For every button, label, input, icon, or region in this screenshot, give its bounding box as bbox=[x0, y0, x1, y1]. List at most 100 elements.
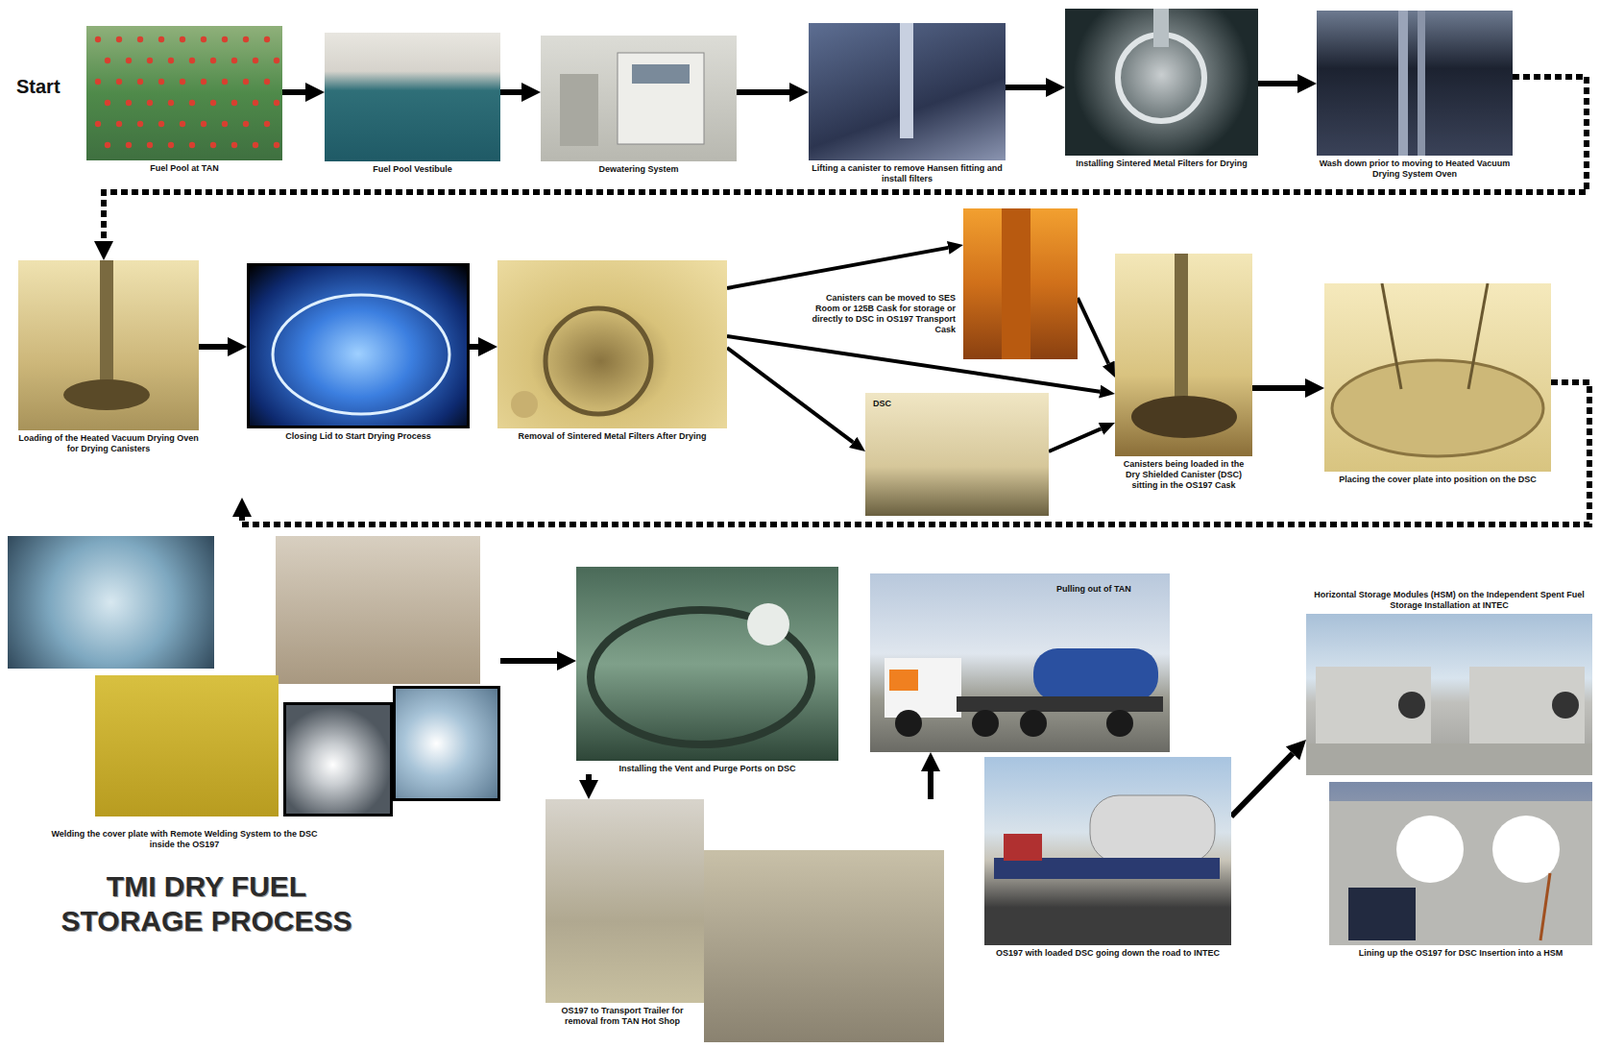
photo-step: Canisters can be moved to SES Room or 12… bbox=[963, 208, 1078, 360]
step-caption: Installing the Vent and Purge Ports on D… bbox=[576, 763, 839, 775]
photo-step: DSC bbox=[865, 392, 1049, 516]
photo-detail bbox=[956, 696, 1164, 712]
photo bbox=[963, 208, 1078, 360]
photo-detail bbox=[510, 390, 538, 418]
caption-box: Installing the Vent and Purge Ports on D… bbox=[576, 763, 839, 775]
caption-box: Canisters being loaded in the Dry Shield… bbox=[1115, 459, 1253, 491]
caption-box: Removal of Sintered Metal Filters After … bbox=[497, 431, 728, 442]
photo bbox=[984, 756, 1232, 946]
photo-detail bbox=[1003, 833, 1043, 861]
photo-detail bbox=[1106, 709, 1134, 737]
caption-box: Placing the cover plate into position on… bbox=[1324, 474, 1552, 485]
photo-detail bbox=[273, 142, 280, 148]
photo-detail bbox=[1540, 872, 1551, 941]
caption-box: Loading of the Heated Vacuum Drying Oven… bbox=[18, 433, 199, 455]
photo-detail bbox=[200, 78, 207, 85]
photo-step: Canisters being loaded in the Dry Shield… bbox=[1115, 253, 1253, 491]
photo-step: Placing the cover plate into position on… bbox=[1324, 283, 1552, 485]
photo-detail bbox=[242, 78, 249, 85]
photo-detail bbox=[221, 36, 228, 43]
photo-step: Horizontal Storage Modules (HSM) on the … bbox=[1306, 589, 1593, 776]
photo-detail bbox=[179, 121, 186, 127]
flow-arrow bbox=[1252, 385, 1306, 391]
flow-arrow bbox=[1077, 297, 1109, 364]
flow-arrow bbox=[727, 347, 853, 442]
photo-detail bbox=[231, 57, 238, 64]
step-caption: Canisters being loaded in the Dry Shield… bbox=[1115, 459, 1253, 491]
caption-box: DSC bbox=[872, 398, 931, 410]
photo-detail bbox=[1492, 815, 1560, 883]
photo-step: OS197 with loaded DSC going down the roa… bbox=[984, 756, 1232, 959]
photo-detail bbox=[116, 121, 122, 127]
photo-step: Lining up the OS197 for DSC Insertion in… bbox=[1329, 781, 1593, 959]
step-caption: Dewatering System bbox=[540, 164, 737, 175]
photo-illustration bbox=[86, 25, 283, 161]
photo-detail bbox=[1131, 395, 1237, 438]
photo bbox=[7, 535, 215, 669]
photo-step: Loading of the Heated Vacuum Drying Oven… bbox=[18, 260, 199, 455]
photo-step: OS197 to Transport Trailer for removal f… bbox=[545, 799, 945, 1043]
photo-detail bbox=[895, 709, 922, 737]
photo-detail bbox=[1090, 795, 1215, 863]
photo-detail bbox=[264, 78, 270, 85]
photo-detail bbox=[1033, 648, 1159, 702]
step-caption: Wash down prior to moving to Heated Vacu… bbox=[1316, 158, 1513, 180]
caption-box: OS197 to Transport Trailer for removal f… bbox=[545, 1005, 700, 1027]
photo-detail bbox=[158, 78, 165, 85]
photo-detail bbox=[189, 57, 195, 64]
photo-detail bbox=[231, 99, 238, 106]
step-caption: Canisters can be moved to SES Room or 12… bbox=[806, 292, 956, 336]
photo-detail bbox=[95, 78, 101, 85]
photo-detail bbox=[273, 57, 280, 64]
photo-detail bbox=[242, 36, 249, 43]
photo bbox=[1329, 781, 1593, 946]
diagram-title: TMI DRY FUEL STORAGE PROCESS bbox=[38, 869, 375, 939]
photo-detail bbox=[1417, 10, 1426, 156]
photo-detail bbox=[137, 36, 144, 43]
photo-illustration bbox=[249, 266, 470, 429]
photo-detail bbox=[104, 99, 111, 106]
photo bbox=[1316, 10, 1513, 156]
photo-illustration bbox=[576, 566, 839, 761]
photo-detail bbox=[747, 603, 790, 646]
step-caption: OS197 to Transport Trailer for removal f… bbox=[545, 1005, 700, 1027]
photo-illustration bbox=[963, 208, 1078, 360]
photo-detail bbox=[1174, 253, 1188, 398]
step-caption: Fuel Pool at TAN bbox=[86, 163, 283, 174]
photo-detail bbox=[116, 36, 122, 43]
photo-detail bbox=[104, 142, 111, 148]
caption-box: Horizontal Storage Modules (HSM) on the … bbox=[1306, 589, 1593, 611]
caption-box: Lining up the OS197 for DSC Insertion in… bbox=[1329, 947, 1593, 959]
photo-detail bbox=[179, 36, 186, 43]
photo bbox=[1324, 283, 1552, 472]
photo-detail bbox=[1396, 815, 1464, 883]
photo-detail bbox=[1332, 360, 1544, 457]
flow-arrow bbox=[1258, 80, 1298, 87]
step-caption: DSC bbox=[872, 398, 931, 410]
photo-detail bbox=[273, 99, 280, 106]
photo-detail bbox=[104, 57, 111, 64]
photo bbox=[392, 685, 501, 801]
step-caption: Removal of Sintered Metal Filters After … bbox=[497, 431, 728, 442]
photo bbox=[283, 702, 393, 817]
photo-detail bbox=[1551, 691, 1579, 719]
photo-detail bbox=[1468, 283, 1488, 389]
photo-detail bbox=[99, 260, 114, 386]
photo-illustration bbox=[808, 23, 1006, 161]
photo-detail bbox=[264, 36, 270, 43]
photo bbox=[540, 35, 737, 162]
caption-box: Pulling out of TAN bbox=[1056, 583, 1163, 595]
photo-detail bbox=[210, 142, 217, 148]
photo-step: Installing Sintered Metal Filters for Dr… bbox=[1065, 8, 1259, 170]
step-caption: Lifting a canister to remove Hansen fitt… bbox=[808, 163, 1006, 185]
photo-detail bbox=[158, 36, 165, 43]
photo-detail bbox=[95, 36, 101, 43]
photo-detail bbox=[1315, 666, 1431, 744]
photo-detail bbox=[146, 57, 153, 64]
flow-arrow bbox=[500, 89, 522, 96]
photo-detail bbox=[63, 379, 150, 411]
photo-detail bbox=[210, 57, 217, 64]
caption-box: Closing Lid to Start Drying Process bbox=[246, 431, 470, 442]
photo-step: Wash down prior to moving to Heated Vacu… bbox=[1316, 10, 1513, 180]
flow-arrow bbox=[282, 89, 306, 96]
